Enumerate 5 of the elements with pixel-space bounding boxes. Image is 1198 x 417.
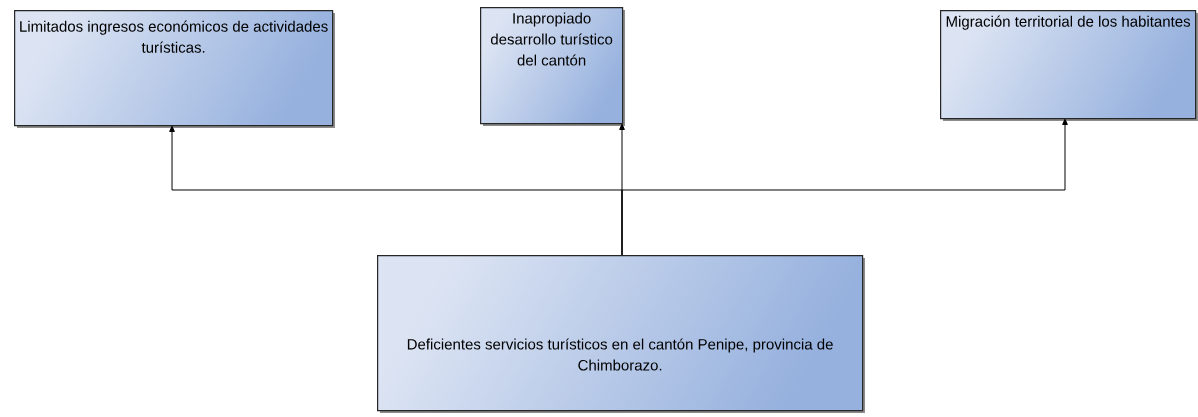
text-box: Deficientes servicios turísticos en el cantón Penipe, provincia de Chimborazo.: [377, 255, 865, 413]
arrow: [621, 118, 1068, 256]
text-box: Inapropiado desarrollo turístico del cantón: [480, 7, 625, 126]
text-box: Migración territorial de los habitantes: [940, 10, 1198, 121]
text-box: Limitados ingresos económicos de actividades turísticas.: [14, 10, 335, 128]
